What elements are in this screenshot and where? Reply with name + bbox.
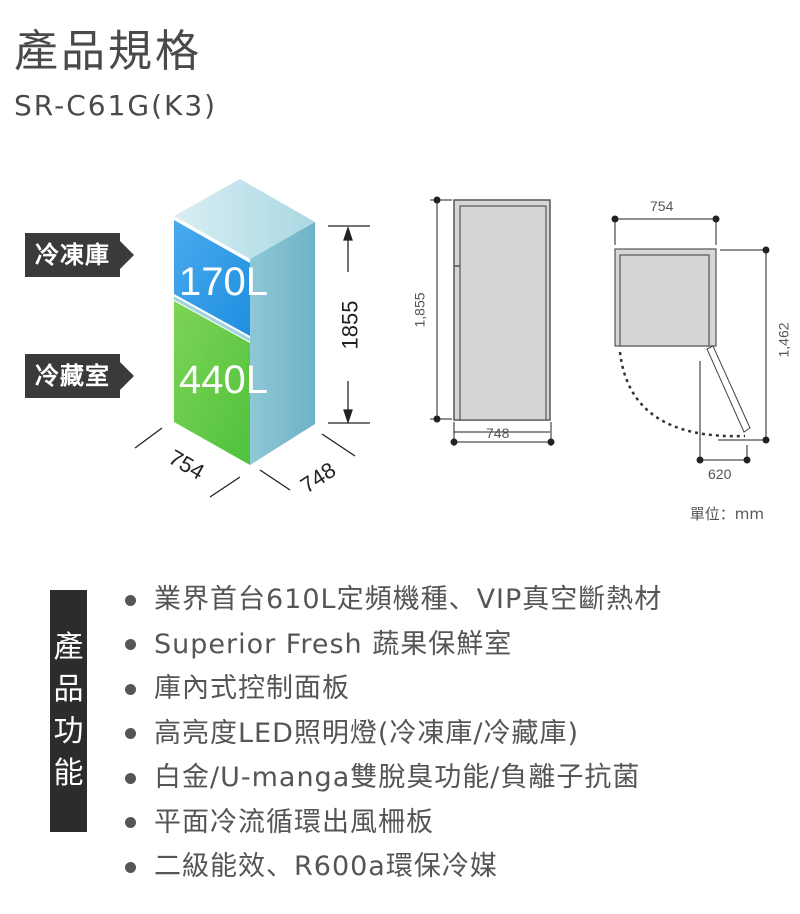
isometric-fridge-diagram — [134, 179, 370, 498]
feature-label-char: 功 — [53, 714, 84, 749]
feature-item: Superior Fresh 蔬果保鮮室 — [125, 623, 662, 668]
feature-item: 白金/U-manga雙脫臭功能/負離子抗菌 — [125, 756, 662, 801]
bullet-icon — [125, 861, 136, 873]
fridge-capacity: 440L — [179, 358, 268, 402]
top-width-dimension: 754 — [650, 198, 674, 214]
bullet-icon — [125, 594, 136, 606]
freezer-capacity: 170L — [179, 260, 268, 304]
feature-label-char: 能 — [53, 756, 84, 791]
bullet-icon — [125, 772, 136, 784]
feature-item: 平面冷流循環出風柵板 — [125, 801, 662, 846]
feature-label-char: 品 — [53, 672, 84, 707]
bullet-icon — [125, 639, 136, 651]
feature-label-char: 產 — [53, 630, 84, 665]
feature-item: 業界首台610L定頻機種、VIP真空斷熱材 — [125, 578, 662, 623]
freezer-tag: 冷凍庫 — [25, 233, 134, 277]
feature-item: 二級能效、R600a環保冷媒 — [125, 845, 662, 890]
height-dimension-1855: 1855 — [337, 300, 363, 350]
model-number: SR-C61G(K3) — [14, 89, 218, 122]
fridge-tag: 冷藏室 — [25, 354, 134, 398]
side-height-dimension: 1,855 — [411, 292, 428, 328]
bullet-icon — [125, 728, 136, 740]
unit-label: 單位：mm — [689, 505, 764, 523]
door-clearance-dimension: 620 — [708, 466, 732, 482]
side-view-diagram — [430, 196, 555, 446]
top-depth-dimension: 1,462 — [775, 322, 792, 358]
feature-item: 庫內式控制面板 — [125, 667, 662, 712]
bullet-icon — [125, 683, 136, 695]
page-title: 產品規格 — [14, 26, 202, 77]
features-section-label: 產 品 功 能 — [50, 590, 87, 832]
top-view-diagram — [611, 215, 770, 464]
bullet-icon — [125, 817, 136, 829]
feature-item: 高亮度LED照明燈(冷凍庫/冷藏庫) — [125, 712, 662, 757]
side-depth-dimension: 748 — [486, 425, 510, 441]
feature-list: 業界首台610L定頻機種、VIP真空斷熱材 Superior Fresh 蔬果保… — [125, 578, 662, 890]
